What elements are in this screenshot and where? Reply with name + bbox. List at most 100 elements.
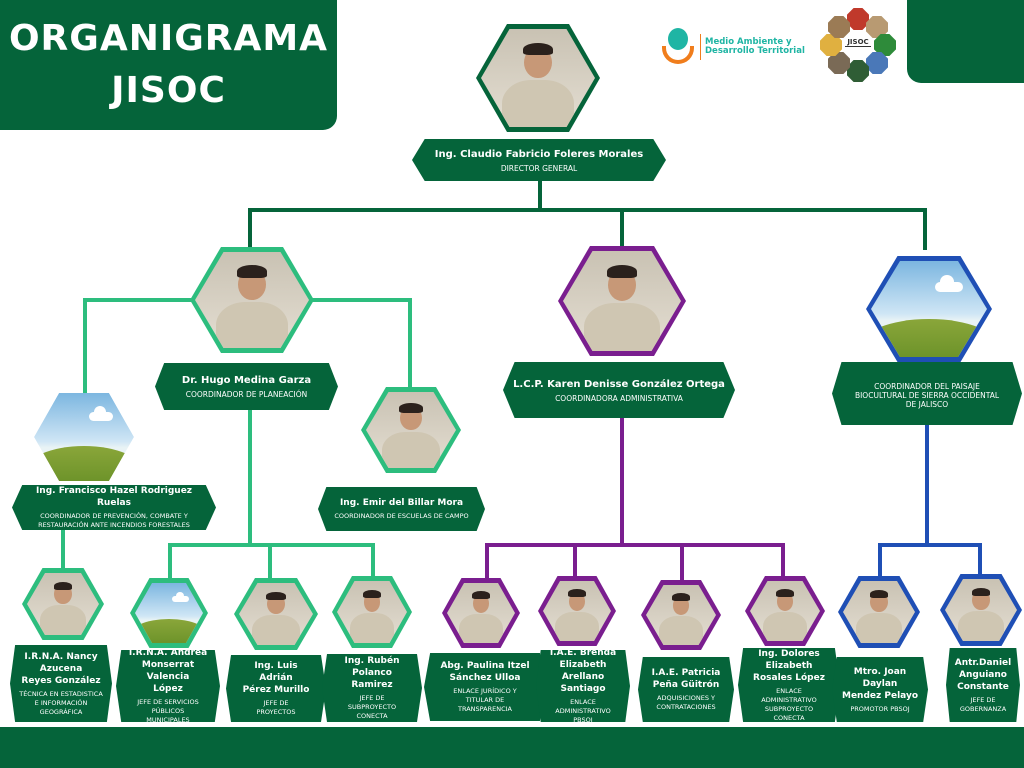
jisoc-octagon-icon — [874, 34, 896, 56]
connector-line — [485, 543, 489, 580]
jisoc-octagon-icon — [866, 52, 888, 74]
connector-line — [248, 410, 252, 546]
person-role: ENLACE ADMINISTRATIVO PBSOJ — [555, 698, 611, 724]
photo-image — [27, 573, 99, 635]
profile-photo — [361, 387, 461, 473]
person-role: ENLACE JURÍDICO Y TITULAR DE TRANSPARENC… — [453, 687, 517, 713]
connector-line — [408, 298, 412, 390]
person-hair — [523, 42, 553, 56]
tree-logo-icon — [660, 28, 696, 66]
person-body — [501, 79, 575, 127]
person-name: L.C.P. Karen Denisse González Ortega — [513, 378, 725, 390]
connector-line — [83, 298, 87, 396]
person-name: Antr.Daniel Anguiano Constante — [954, 657, 1012, 692]
photo-image — [646, 585, 716, 645]
hill-shape — [871, 318, 987, 357]
jisoc-logo-text: JISOC — [845, 38, 871, 47]
profile-photo — [940, 574, 1022, 646]
person-body — [855, 613, 903, 643]
connector-line — [878, 543, 882, 579]
person-body — [555, 612, 599, 641]
staff-nameplate: I.R.N.A. Andrea Monserrat Valencia López… — [116, 650, 220, 722]
person-name: Ing. Rubén Polanco Ramirez — [344, 656, 400, 690]
profile-photo — [641, 580, 721, 650]
profile-photo — [442, 578, 520, 648]
person-name: Dr. Hugo Medina Garza — [181, 375, 312, 386]
person-role: TÉCNICA EN ESTADISTICA E INFORMACIÓN GEO… — [19, 689, 103, 716]
placeholder-photo — [866, 256, 992, 362]
connector-line — [878, 543, 982, 547]
profile-photo — [234, 578, 318, 650]
person-role: JEFE DE SUBPROYECTO CONECTA — [347, 694, 397, 720]
person-hair — [472, 591, 490, 600]
photo-image — [843, 581, 915, 643]
profile-photo — [332, 576, 412, 648]
profile-photo — [558, 246, 686, 356]
staff-nameplate: I.A.E. Brenda Elizabeth Arellano Santiag… — [536, 650, 630, 722]
person-name: Ing. Emir del Billar Mora — [339, 498, 464, 508]
person-hair — [775, 589, 795, 598]
person-name: I.A.E. Brenda Elizabeth Arellano Santiag… — [549, 648, 617, 694]
person-name: I.R.N.A. Nancy Azucena Reyes González — [21, 651, 101, 686]
hill-shape — [34, 445, 134, 481]
connector-line — [248, 208, 252, 250]
connector-line — [573, 543, 577, 578]
connector-line — [248, 208, 927, 212]
person-body — [215, 301, 289, 348]
connector-line — [485, 543, 785, 547]
person-hair — [53, 581, 73, 590]
connector-line — [168, 543, 172, 579]
person-hair — [671, 593, 691, 602]
person-role: COORDINADOR DE PREVENCIÓN, COMBATE Y RES… — [38, 512, 190, 529]
profile-photo — [838, 576, 920, 648]
person-hair — [399, 402, 423, 413]
person-hair — [971, 587, 991, 596]
person-hair — [869, 589, 889, 598]
cloud-icon — [89, 406, 113, 422]
jisoc-octagon-icon — [847, 60, 869, 82]
profile-photo — [476, 24, 600, 132]
photo-image — [135, 583, 203, 643]
connector-line — [978, 543, 982, 577]
jisoc-octagon-icon — [866, 16, 888, 38]
jisoc-octagon-icon — [828, 16, 850, 38]
person-body — [459, 614, 503, 643]
person-role: COORDINADOR DE ESCUELAS DE CAMPO — [334, 512, 469, 520]
person-name: Abg. Paulina Itzel Sánchez Ulloa — [440, 661, 530, 683]
person-role: JEFE DE PROYECTOS — [256, 699, 296, 716]
connector-line — [268, 543, 272, 579]
person-hair — [568, 589, 586, 598]
title-line-1: ORGANIGRAMA — [8, 18, 329, 59]
profile-photo — [22, 568, 104, 640]
person-hair — [237, 265, 267, 278]
person-body — [252, 615, 300, 645]
connector-line — [680, 543, 684, 581]
person-body — [382, 431, 440, 468]
person-role: COORDINADORA ADMINISTRATIVA — [555, 393, 683, 403]
connector-line — [61, 530, 65, 570]
person-hair — [266, 591, 286, 600]
person-name: Ing. Dolores Elizabeth Rosales López — [753, 648, 825, 683]
person-name: Mtro. Joan Daylan Mendez Pelayo — [841, 666, 919, 701]
page-title: ORGANIGRAMA JISOC — [0, 0, 337, 130]
person-body — [39, 605, 87, 635]
profile-photo — [190, 247, 314, 353]
photo-image — [481, 29, 595, 127]
jisoc-octagon-icon — [828, 52, 850, 74]
person-name: Ing. Claudio Fabricio Foleres Morales — [434, 148, 644, 160]
person-hair — [606, 265, 638, 278]
cloud-icon — [934, 275, 963, 292]
photo-image — [945, 579, 1017, 641]
photo-image — [239, 583, 313, 645]
photo-image — [543, 581, 611, 641]
person-body — [349, 613, 395, 643]
person-name: Ing. Francisco Hazel Rodriguez Ruelas — [35, 486, 193, 508]
person-body — [658, 616, 704, 645]
